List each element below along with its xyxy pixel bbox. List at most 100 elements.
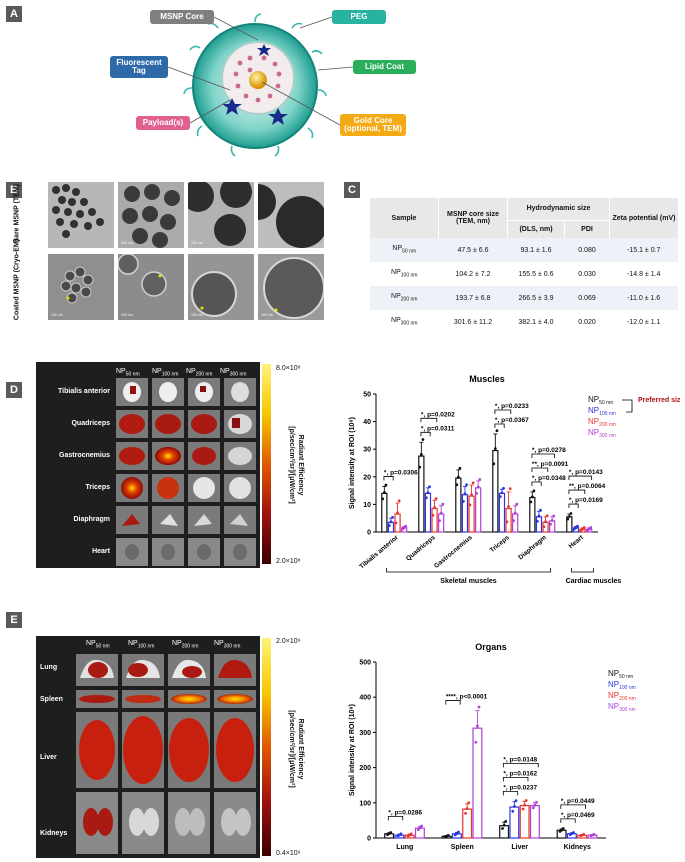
significance-bracket [560,804,586,809]
data-point [537,514,541,518]
significance-label: *, p=0.0469 [561,812,595,819]
bar [468,495,475,533]
micrograph-coated-100: 100 nm [118,254,184,320]
callout-fluorescent-tag: Fluorescent Tag [110,56,168,78]
bar [387,521,395,533]
col-label: NP100 nm [152,368,179,378]
data-point [576,524,579,528]
data-point [523,803,527,807]
header-dls: (DLS, nm) [507,219,565,238]
panel-d-letter: D [6,382,22,398]
preferred-bracket [622,399,633,413]
significance-label: *, p=0.0348 [532,475,566,482]
data-point [399,832,403,836]
data-point [465,807,469,810]
legend-entry: NP200 nm [588,417,616,428]
data-point [476,724,479,728]
data-point [504,820,508,823]
data-point [424,496,428,500]
data-point [500,491,504,495]
data-point [552,514,556,518]
callout-msnp-core: MSNP Core [150,10,214,24]
x-tick-label: Lung [396,844,413,851]
data-point [389,520,393,524]
significance-label: **, p=0.0064 [569,483,606,490]
bar [492,449,499,533]
bar [431,507,438,533]
data-point [384,483,388,487]
panel-e-letter: E [6,612,22,628]
significance-label: *, p=0.0449 [561,798,595,805]
y-tick-label: 100 [359,800,371,807]
bar [498,492,506,533]
row-label-spleen: Spleen [40,696,63,703]
bar [509,806,520,839]
data-point [457,830,460,834]
data-point [463,492,467,496]
legend-entry: NP100 nm [608,680,636,691]
data-point [456,475,460,479]
scale-bar-label: 100 nm [261,313,273,317]
significance-label: *, p=0.0162 [503,770,537,777]
data-point [419,453,423,456]
significance-bracket [568,489,586,495]
ivis-organ-tissues [76,654,256,854]
row-label-triceps: Triceps [85,484,110,491]
data-point [505,520,509,524]
significance-bracket [531,481,542,486]
data-point [382,491,386,494]
ivis-muscle-tissues [116,378,256,566]
data-point [455,483,459,487]
significance-bracket [445,700,461,705]
data-point [475,491,478,495]
callout-gold-core: Gold Core (optional, TEM) [340,114,406,136]
bar [462,808,473,839]
significance-label: *, p=0.0202 [421,411,455,418]
micrograph-coated-50: 100 nm [48,254,114,320]
significance-bracket [420,431,431,437]
data-point [549,522,552,526]
data-point [539,508,542,512]
data-point [439,511,443,515]
data-point [515,502,519,506]
colorbar-muscle [262,364,271,564]
group-label-cardiac: Cardiac muscles [566,578,622,585]
y-tick-label: 500 [359,660,371,667]
significance-label: *, p=0.0237 [503,784,537,791]
data-point [532,489,536,493]
data-point [387,524,391,528]
col-label: NP300 nm [214,640,241,650]
y-tick-label: 0 [367,530,371,537]
bar [519,805,530,839]
significance-label: **, p=0.0091 [532,461,569,468]
chart-title: Organs [475,642,507,652]
colorbar-muscle-label: Radiant Efficiency [p/sec/cm²/sr]/[μW/cm… [288,426,304,504]
bar [418,455,425,533]
callout-leader-lines [167,16,354,126]
data-point [409,832,413,836]
row-label-lung: Lung [40,664,58,671]
row-label-gastrocnemius: Gastrocnemius [59,452,110,459]
col-label: NP200 nm [172,640,199,650]
data-point [502,823,506,827]
data-point [508,487,512,491]
x-tick-label: Heart [568,534,586,551]
legend-entry: NP50 nm [608,669,633,680]
data-point [421,438,425,441]
col-label: NP50 nm [86,640,110,650]
bar [535,516,543,533]
data-point [493,447,497,450]
data-point [567,515,571,518]
col-label: NP50 nm [116,368,140,378]
bar [438,513,445,533]
colorbar-muscle-max: 8.0×10⁸ [276,365,301,372]
data-point [441,502,445,506]
significance-bracket [502,790,519,796]
data-point [542,525,546,529]
group-bracket-cardiac [571,568,594,573]
data-point [394,521,398,525]
micrograph-coated-300: 100 nm [258,254,324,320]
